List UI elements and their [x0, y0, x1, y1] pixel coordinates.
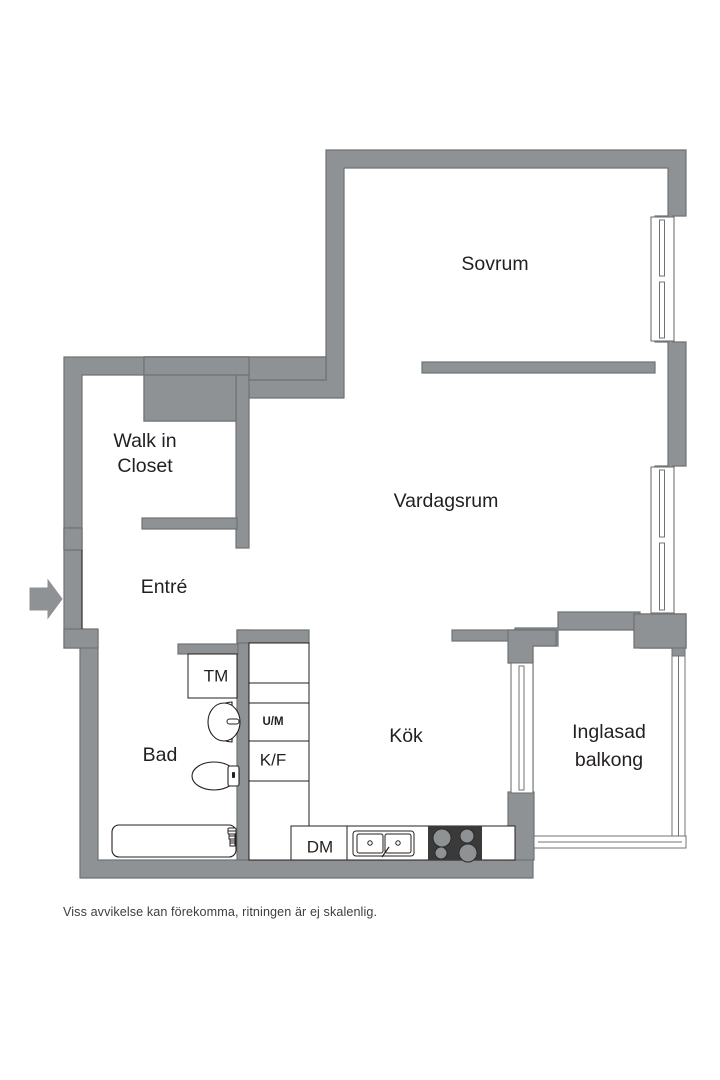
wall-left-door-jamb-lower [63, 628, 99, 649]
windows-group [510, 216, 687, 849]
appliance-label-dm: DM [307, 837, 333, 856]
vardagsrum-window [650, 466, 675, 614]
balcony-door[interactable] [510, 662, 534, 794]
appliance-label-um: U/M [262, 716, 283, 728]
cabinet-upper [248, 642, 310, 684]
stove-cooktop [428, 826, 482, 863]
appliance-label-kf: K/F [260, 750, 286, 769]
cabinet-kf [248, 740, 310, 782]
plan-disclaimer-caption: Viss avvikelse kan förekomma, ritningen … [63, 905, 378, 919]
wall-closet-vertical [235, 374, 250, 549]
balcony-glass-south [533, 835, 687, 849]
room-label-vardagsrum: Vardagsrum [394, 490, 499, 512]
cabinet-mid [248, 682, 310, 704]
wall-sovrum-divider [421, 361, 656, 374]
room-label-walk-in-closet-line2: Closet [117, 455, 173, 477]
entrance-arrow [29, 578, 63, 620]
bathtub-faucet [227, 827, 237, 847]
washbasin [207, 701, 241, 743]
room-label-inglasad-balkong-line1: Inglasad [572, 721, 646, 743]
room-label-bad: Bad [143, 744, 178, 766]
sovrum-window [650, 216, 675, 342]
bathroom-fixtures-group [111, 701, 241, 858]
wall-balcony-north-block [633, 613, 687, 649]
wall-entry-jamb [248, 356, 327, 381]
room-label-walk-in-closet-line1: Walk in [113, 430, 176, 452]
cabinet-tm [187, 653, 238, 699]
room-label-inglasad-balkong-line2: balkong [575, 749, 643, 771]
wall-left-notch-upper-step [63, 527, 83, 551]
kitchen-counter-group [290, 825, 516, 863]
room-label-entre: Entré [141, 576, 188, 598]
room-label-sovrum: Sovrum [461, 253, 528, 275]
wall-kitchen-column-head [236, 629, 310, 644]
room-label-kok: Kök [389, 725, 423, 747]
wall-closet-bottom-stub [141, 517, 238, 530]
bathtub [111, 824, 237, 858]
cabinet-um [248, 702, 310, 742]
wall-tm-stub [177, 643, 239, 655]
kitchen-sink [352, 830, 415, 858]
toilet [191, 761, 240, 791]
appliance-label-tm: TM [204, 666, 229, 685]
appliance-labels-group: TM U/M K/F DM [204, 666, 334, 856]
kitchen-column-group [187, 642, 310, 861]
wall-closet-step [143, 374, 237, 422]
wall-bad-kitchen-vertical [236, 629, 250, 861]
room-labels-group: Sovrum Walk in Closet Vardagsrum Entré K… [113, 253, 645, 771]
balcony-glass-east [671, 647, 686, 849]
wall-kok-jamb-upper [507, 629, 557, 664]
